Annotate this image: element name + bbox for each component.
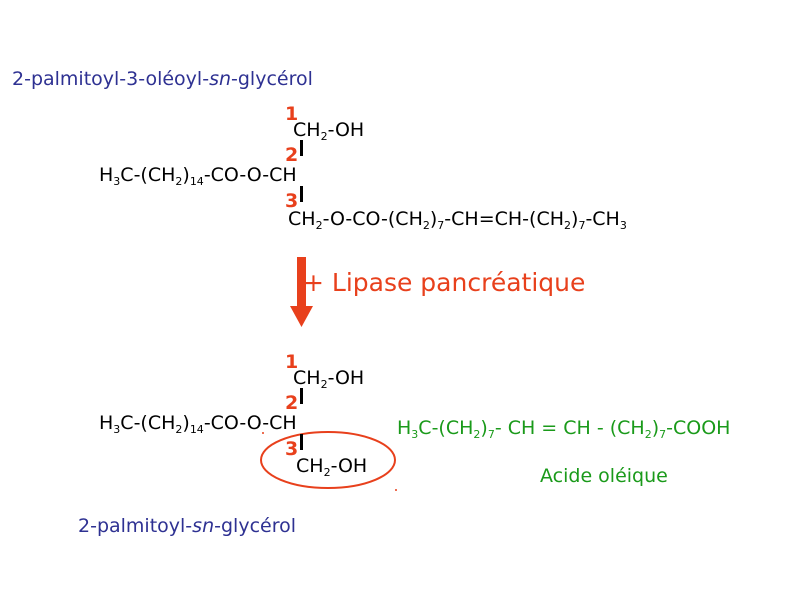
substrate-bond-2-3 — [300, 186, 303, 202]
substrate-position-2: 2 — [285, 144, 299, 166]
enzyme-label: + Lipase pancréatique — [303, 268, 586, 297]
substrate-bond-1-2 — [300, 140, 303, 156]
substrate-position-1: 1 — [285, 103, 299, 125]
substrate-carbon-2-group: H3C-(CH2)14-CO-O-CH — [99, 164, 297, 188]
marker-dot — [262, 432, 264, 434]
marker-dot — [395, 489, 397, 491]
product-position-1: 1 — [285, 351, 299, 373]
product-carbon-3-group: CH2-OH — [296, 455, 368, 479]
product-carbon-2-group: H3C-(CH2)14-CO-O-CH — [99, 412, 297, 436]
product-position-2: 2 — [285, 392, 299, 414]
product-bond-1-2 — [300, 388, 303, 404]
product-carbon-1-group: CH2-OH — [293, 367, 365, 391]
down-arrow-icon — [290, 257, 313, 327]
substrate-position-3: 3 — [285, 190, 299, 212]
substrate-carbon-1-group: CH2-OH — [293, 119, 365, 143]
product-bond-2-3 — [300, 434, 303, 450]
substrate-name: 2-palmitoyl-3-oléoyl-sn-glycérol — [12, 68, 313, 90]
oleic-acid-name: Acide oléique — [540, 465, 668, 487]
product-position-3: 3 — [285, 438, 299, 460]
oleic-acid-formula: H3C-(CH2)7- CH = CH - (CH2)7-COOH — [397, 417, 731, 441]
substrate-carbon-3-group: CH2-O-CO-(CH2)7-CH=CH-(CH2)7-CH3 — [288, 208, 627, 232]
cleavage-site-circle — [260, 431, 396, 489]
product-name: 2-palmitoyl-sn-glycérol — [78, 515, 296, 537]
